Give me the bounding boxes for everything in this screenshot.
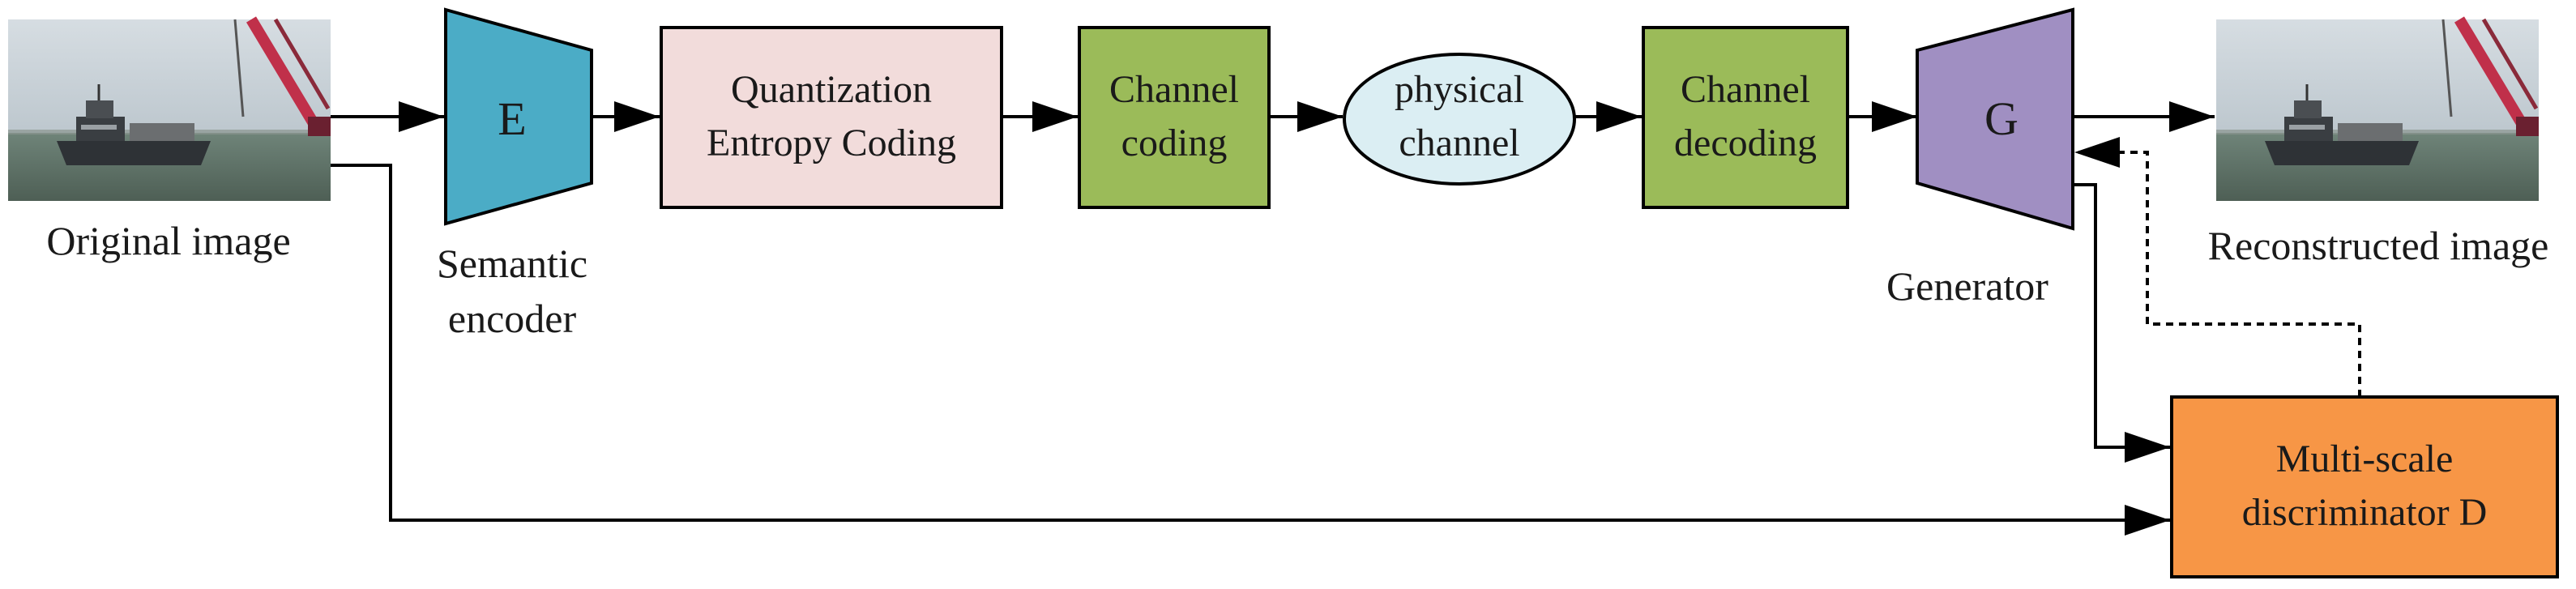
edge-discriminator-feedback-to-generator [2074,137,2361,397]
reconstructed-image [2216,19,2539,201]
quantization-block [660,26,1003,209]
channel-coding-line2: coding [1121,122,1228,164]
channel-coding-line1: Channel [1109,68,1239,111]
generator-block [1916,7,2074,231]
edge-generator-to-discriminator [2073,183,2170,463]
generator-caption: Generator [1886,263,2048,309]
original-image-caption: Original image [46,218,290,263]
discriminator-line2: discriminator D [2242,491,2488,534]
channel-decoding-line2: decoding [1674,122,1817,164]
encoder-caption-line2: encoder [448,296,577,341]
encoder-caption-line1: Semantic [437,241,587,286]
channel-decoding-line1: Channel [1681,68,1810,111]
semantic-encoder-block [444,7,593,226]
physical-channel-block [1343,53,1576,186]
edge-image-to-discriminator [331,164,2170,536]
quantization-line2: Entropy Coding [707,122,956,164]
physical-channel-line2: channel [1399,122,1519,164]
generator-letter: G [1984,92,2019,145]
channel-decoding-block [1642,26,1849,209]
reconstructed-image-caption: Reconstructed image [2208,223,2549,268]
quantization-line1: Quantization [731,68,932,111]
discriminator-line1: Multi-scale [2276,437,2454,480]
discriminator-block [2170,395,2559,578]
channel-coding-block [1078,26,1271,209]
physical-channel-line1: physical [1395,68,1524,111]
encoder-letter: E [498,92,526,145]
original-image [8,19,331,201]
